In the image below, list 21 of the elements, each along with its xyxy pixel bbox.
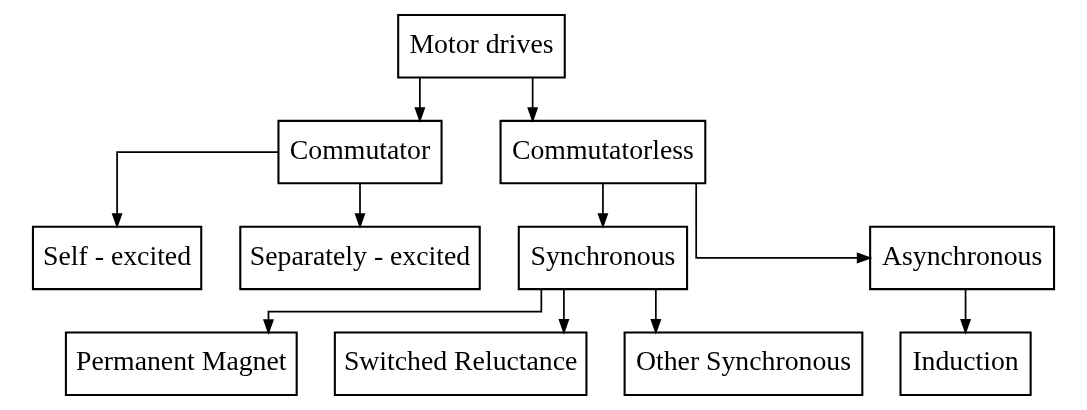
node-box: Synchronous bbox=[517, 225, 689, 291]
arrow bbox=[960, 288, 972, 335]
node-box: Switched Reluctance bbox=[333, 331, 588, 397]
node-box: Commutator bbox=[277, 119, 443, 185]
arrow bbox=[650, 288, 662, 335]
arrow bbox=[263, 288, 543, 335]
node-box: Separately - excited bbox=[239, 225, 481, 291]
node-box: Self - excited bbox=[31, 225, 203, 291]
arrow bbox=[695, 182, 873, 264]
node-box: Other Synchronous bbox=[623, 331, 864, 397]
arrow bbox=[558, 288, 570, 335]
arrow bbox=[597, 182, 609, 229]
node-box: Commutatorless bbox=[499, 119, 707, 185]
arrow bbox=[111, 151, 280, 229]
arrow bbox=[414, 77, 426, 123]
arrow bbox=[527, 77, 539, 123]
node-box: Asynchronous bbox=[869, 225, 1056, 291]
node-box: Induction bbox=[899, 331, 1032, 397]
arrow bbox=[354, 182, 366, 229]
node-box: Motor drives bbox=[397, 13, 566, 79]
node-box: Permanent Magnet bbox=[64, 331, 298, 397]
